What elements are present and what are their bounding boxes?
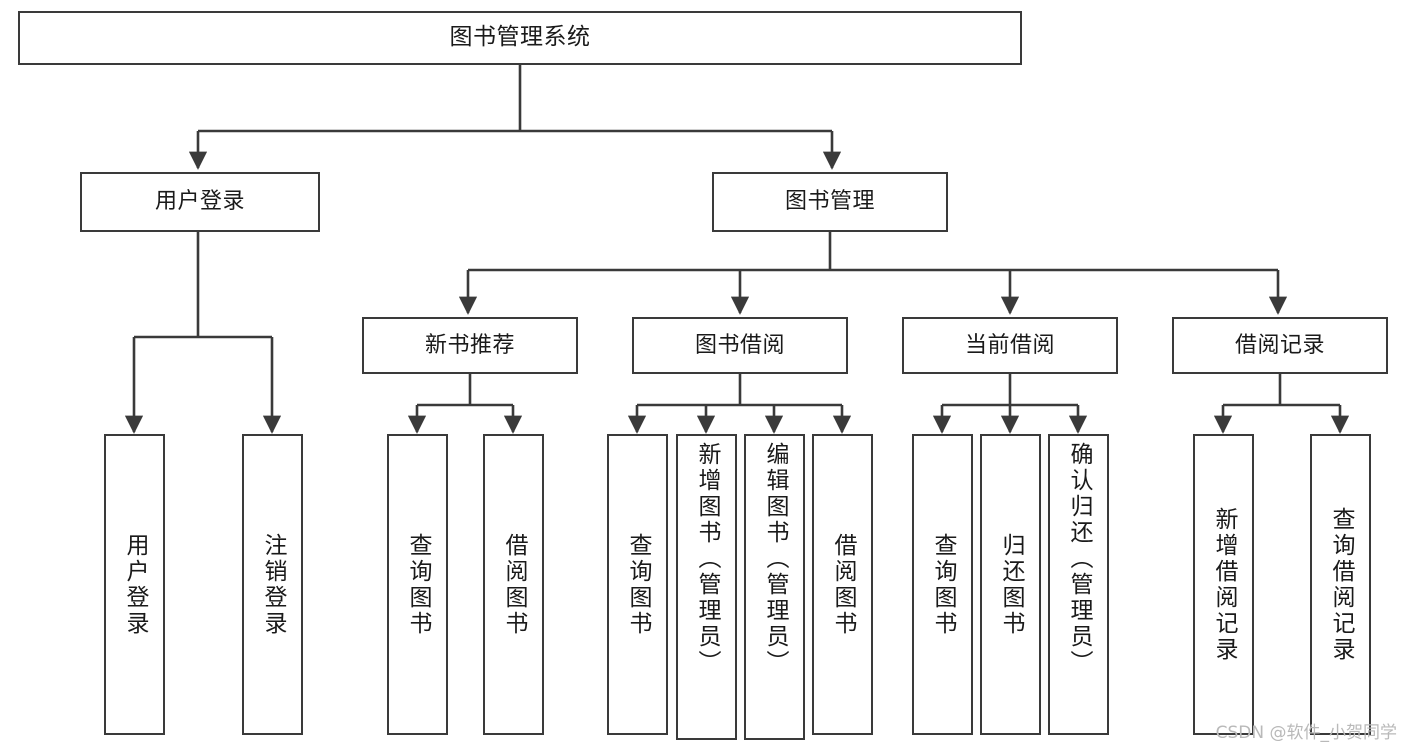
node-label: 用户登录 xyxy=(154,189,245,215)
node-book-borrow[interactable]: 图书借阅 xyxy=(632,317,848,374)
node-label: 借阅图书 xyxy=(501,532,527,637)
node-label: 新增借阅记录 xyxy=(1211,506,1237,663)
node-label: 查询图书 xyxy=(625,532,651,637)
node-user-login[interactable]: 用户登录 xyxy=(80,172,320,232)
node-label: 借阅记录 xyxy=(1234,332,1325,358)
node-user-login-leaf[interactable]: 用户登录 xyxy=(104,434,165,735)
node-label: 查询图书 xyxy=(405,532,431,637)
node-book-management-system[interactable]: 图书管理系统 xyxy=(18,11,1022,65)
node-borrow-book-2[interactable]: 借阅图书 xyxy=(812,434,873,735)
node-query-book-3[interactable]: 查询图书 xyxy=(912,434,973,735)
node-new-book-recommend[interactable]: 新书推荐 xyxy=(362,317,578,374)
node-book-management[interactable]: 图书管理 xyxy=(712,172,948,232)
node-label: 确认归还（管理员） xyxy=(1066,442,1092,676)
node-label: 新增图书（管理员） xyxy=(694,442,720,676)
node-label: 编辑图书（管理员） xyxy=(762,442,788,676)
node-label: 当前借阅 xyxy=(964,332,1055,358)
node-return-book[interactable]: 归还图书 xyxy=(980,434,1041,735)
node-label: 查询图书 xyxy=(930,532,956,637)
node-label: 借阅图书 xyxy=(830,532,856,637)
node-label: 用户登录 xyxy=(122,532,148,637)
node-query-book-2[interactable]: 查询图书 xyxy=(607,434,668,735)
node-label: 新书推荐 xyxy=(424,332,515,358)
node-label: 查询借阅记录 xyxy=(1328,506,1354,663)
node-query-book-1[interactable]: 查询图书 xyxy=(387,434,448,735)
node-add-borrow-record[interactable]: 新增借阅记录 xyxy=(1193,434,1254,735)
node-current-borrow[interactable]: 当前借阅 xyxy=(902,317,1118,374)
node-label: 归还图书 xyxy=(998,532,1024,637)
node-confirm-return[interactable]: 确认归还（管理员） xyxy=(1048,434,1109,735)
node-borrow-record[interactable]: 借阅记录 xyxy=(1172,317,1388,374)
node-label: 注销登录 xyxy=(260,532,286,637)
node-edit-book[interactable]: 编辑图书（管理员） xyxy=(744,434,805,740)
node-add-book[interactable]: 新增图书（管理员） xyxy=(676,434,737,740)
node-query-borrow-record[interactable]: 查询借阅记录 xyxy=(1310,434,1371,735)
node-label: 图书借阅 xyxy=(694,332,785,358)
node-label: 图书管理系统 xyxy=(449,24,591,51)
node-label: 图书管理 xyxy=(784,189,875,215)
csdn-watermark: CSDN @软件_小贺同学 xyxy=(1215,723,1397,743)
node-logout-leaf[interactable]: 注销登录 xyxy=(242,434,303,735)
node-borrow-book-1[interactable]: 借阅图书 xyxy=(483,434,544,735)
